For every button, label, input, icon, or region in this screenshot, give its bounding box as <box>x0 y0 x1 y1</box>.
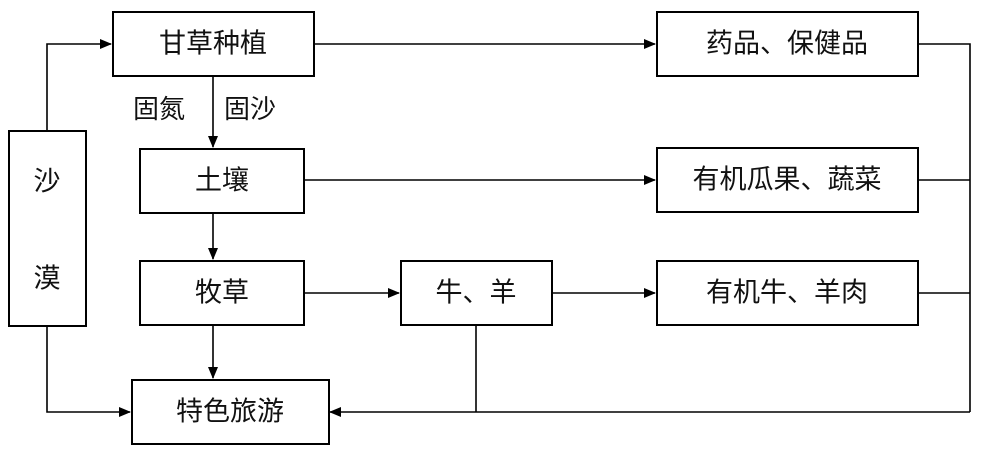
node-licorice-planting-label: 甘草种植 <box>159 29 267 60</box>
node-desert: 沙 漠 <box>8 130 87 327</box>
edge-desert-to-tourism <box>46 326 131 417</box>
node-cattle-sheep: 牛、羊 <box>400 260 553 326</box>
edges <box>46 39 971 417</box>
node-soil: 土壤 <box>139 148 305 214</box>
node-forage-label: 牧草 <box>195 278 249 309</box>
node-licorice-planting: 甘草种植 <box>112 11 315 77</box>
node-cattle-sheep-label: 牛、羊 <box>436 278 517 309</box>
node-organic-produce-label: 有机瓜果、蔬菜 <box>693 165 882 196</box>
node-desert-char-2: 漠 <box>34 264 61 295</box>
node-special-tourism: 特色旅游 <box>131 379 330 445</box>
node-medicine-label: 药品、保健品 <box>706 29 868 60</box>
edge-desert-to-licorice <box>46 39 112 131</box>
node-organic-produce: 有机瓜果、蔬菜 <box>656 147 919 213</box>
node-special-tourism-label: 特色旅游 <box>176 397 284 428</box>
edge-label-nitrogen-fixing: 固氮 <box>133 95 185 125</box>
node-medicine: 药品、保健品 <box>656 11 919 77</box>
node-soil-label: 土壤 <box>195 166 249 197</box>
edge-products-collector <box>918 43 971 412</box>
node-desert-char-1: 沙 <box>34 167 61 198</box>
node-organic-meat: 有机牛、羊肉 <box>656 260 919 326</box>
node-forage: 牧草 <box>139 260 305 326</box>
edge-label-sand-fixing: 固沙 <box>224 95 276 125</box>
node-organic-meat-label: 有机牛、羊肉 <box>706 278 868 309</box>
